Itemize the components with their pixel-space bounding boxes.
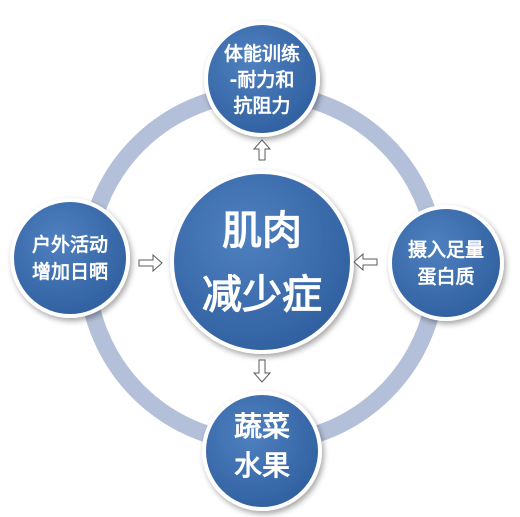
node-right-line1: 摄入足量 <box>408 238 484 261</box>
node-vegetables-fruits: 蔬菜 水果 <box>202 391 322 511</box>
node-bottom-line2: 水果 <box>234 449 290 482</box>
node-left-line1: 户外活动 <box>32 233 108 256</box>
node-right-line2: 蛋白质 <box>417 265 474 288</box>
node-left-line2: 增加日晒 <box>32 260 108 283</box>
arrow-down-icon <box>252 359 272 383</box>
arrow-left-icon <box>353 252 378 272</box>
node-top-line3: 抗阻力 <box>233 94 290 117</box>
center-label-line1: 肌肉 <box>222 208 302 254</box>
arrow-up-icon <box>252 139 272 161</box>
node-protein-intake: 摄入足量 蛋白质 <box>388 205 504 321</box>
node-outdoor-activity: 户外活动 增加日晒 <box>10 198 130 318</box>
node-exercise-training: 体能训练 -耐力和 抗阻力 <box>204 21 320 137</box>
node-bottom-line1: 蔬菜 <box>234 410 290 443</box>
node-top-line1: 体能训练 <box>224 42 300 65</box>
arrow-right-icon <box>138 253 163 273</box>
center-label-line2: 减少症 <box>202 272 322 318</box>
node-top-line2: -耐力和 <box>230 68 295 91</box>
center-node: 肌肉 减少症 <box>170 170 354 354</box>
